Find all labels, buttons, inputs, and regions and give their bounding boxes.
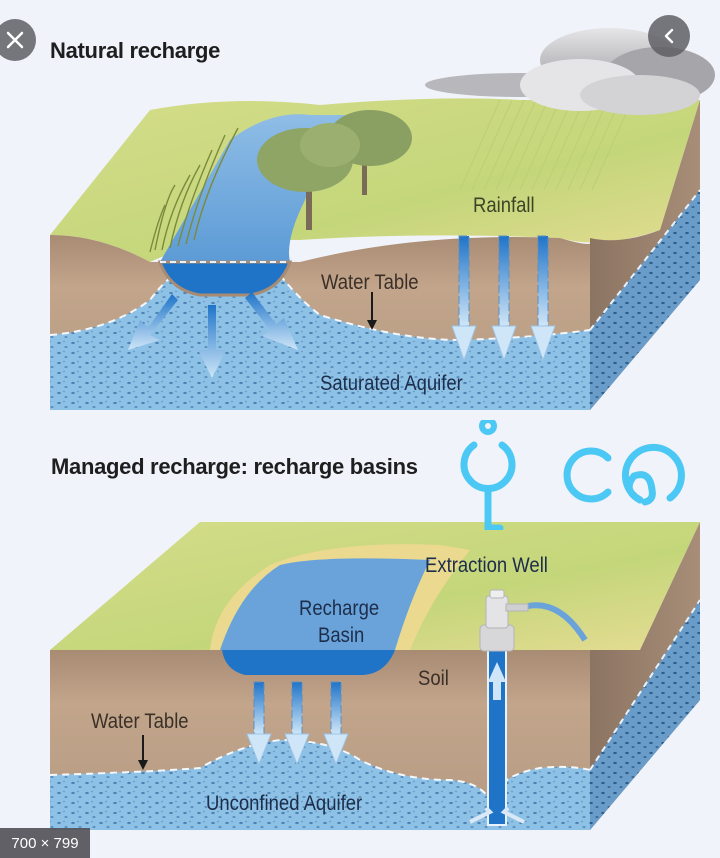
previous-button[interactable]	[648, 15, 690, 57]
side-aquifer	[590, 190, 700, 410]
water-table-line	[49, 738, 591, 803]
rainfall-arrow	[451, 235, 477, 362]
infiltration-arrow	[323, 681, 349, 766]
rain-streaks	[459, 99, 633, 191]
rainfall-arrow	[491, 235, 517, 362]
natural-recharge-title: Natural recharge	[50, 38, 221, 63]
side-aquifer	[590, 600, 700, 830]
infiltration-arrow	[284, 681, 310, 766]
image-size-badge: 700 × 799	[0, 828, 90, 858]
soil-label: Soil	[418, 667, 449, 690]
saturated-aquifer	[50, 275, 590, 410]
managed-recharge-title: Managed recharge: recharge basins	[51, 454, 418, 479]
water-table-pointer	[367, 292, 377, 330]
recharge-basin-label-line1: Recharge	[299, 597, 380, 620]
infiltration-arrow	[246, 681, 272, 766]
chevron-left-icon	[664, 28, 674, 44]
rainfall-arrows	[451, 235, 556, 362]
recharge-basin	[220, 558, 430, 650]
water-table-label: Water Table	[321, 271, 419, 294]
unconfined-aquifer-label: Unconfined Aquifer	[206, 792, 363, 815]
figure-number-overlay	[440, 417, 710, 545]
rainfall-arrow	[530, 235, 556, 362]
water-table-label: Water Table	[91, 710, 189, 733]
infiltration-arrows	[246, 681, 349, 766]
cloud	[425, 28, 715, 115]
trees	[257, 110, 412, 230]
reeds	[149, 127, 239, 253]
water-table-pointer	[138, 735, 148, 770]
recharge-basin-label-line2: Basin	[318, 624, 365, 647]
close-icon	[6, 31, 24, 49]
saturated-aquifer-label: Saturated Aquifer	[320, 372, 463, 395]
water-table-line	[49, 274, 591, 342]
rainfall-label: Rainfall	[473, 194, 535, 217]
basin-water	[222, 650, 395, 675]
natural-recharge-block	[49, 28, 715, 410]
figure-number-glyphs	[460, 417, 685, 532]
managed-recharge-block	[49, 522, 701, 830]
unconfined-aquifer	[50, 740, 590, 830]
seepage-arrows	[128, 292, 298, 378]
extraction-well-label: Extraction Well	[425, 554, 548, 577]
close-button[interactable]	[0, 19, 36, 61]
extraction-well	[469, 589, 588, 826]
